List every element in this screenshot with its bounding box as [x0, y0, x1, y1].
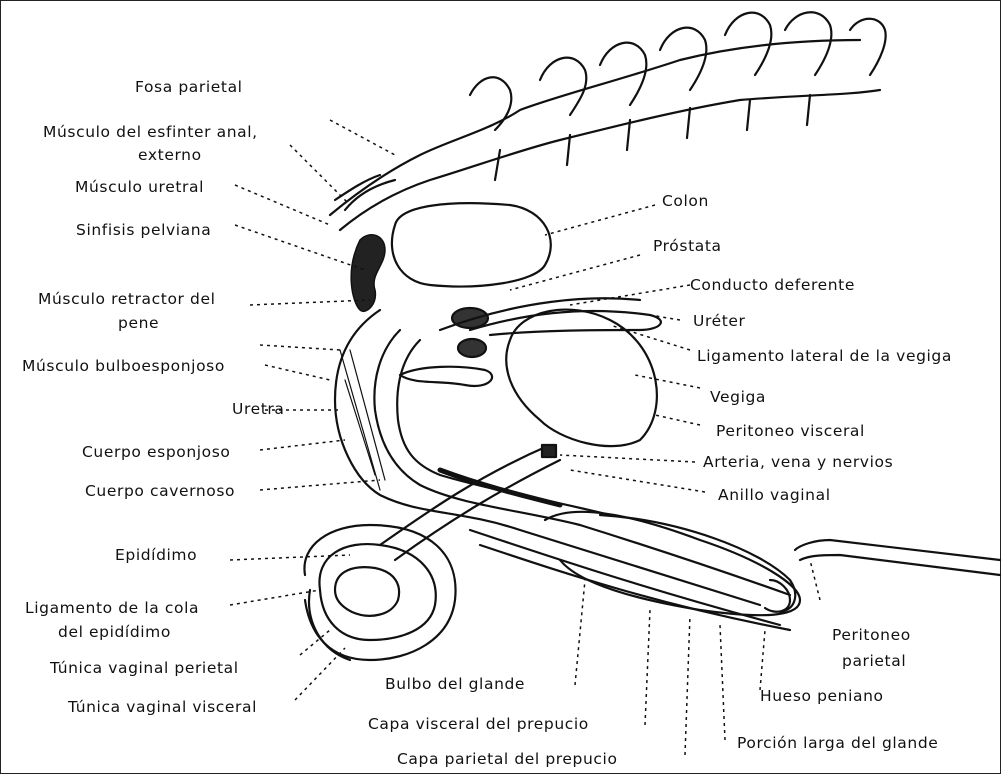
label-peritoneo-parietal-line1: Peritoneo	[832, 626, 911, 644]
label-vegiga: Vegiga	[710, 388, 766, 406]
label-musculo-uretral: Músculo uretral	[75, 178, 204, 196]
label-bulbo-glande: Bulbo del glande	[385, 675, 525, 693]
colon-shape	[392, 203, 551, 286]
label-musculo-esfinter-line2: externo	[138, 146, 202, 164]
label-peritoneo-visceral: Peritoneo visceral	[716, 422, 865, 440]
label-sinfisis-pelviana: Sinfisis pelviana	[76, 221, 211, 239]
label-cuerpo-esponjoso: Cuerpo esponjoso	[82, 443, 231, 461]
label-tunica-vaginal-visceral: Túnica vaginal visceral	[68, 698, 257, 716]
label-musculo-retractor-line2: pene	[118, 314, 159, 332]
spine-vertebrae	[330, 12, 886, 230]
label-ligamento-cola-line1: Ligamento de la cola	[25, 599, 199, 617]
label-uretra: Uretra	[232, 400, 284, 418]
label-anillo-vaginal: Anillo vaginal	[718, 486, 831, 504]
label-peritoneo-parietal-line2: parietal	[842, 652, 906, 670]
label-conducto-deferente: Conducto deferente	[690, 276, 855, 294]
label-capa-parietal-prepucio: Capa parietal del prepucio	[397, 750, 618, 768]
label-arteria-vena-nervios: Arteria, vena y nervios	[703, 453, 893, 471]
label-musculo-bulboesponjoso: Músculo bulboesponjoso	[22, 357, 225, 375]
label-ureter: Uréter	[693, 312, 746, 330]
label-hueso-peniano: Hueso peniano	[760, 687, 884, 705]
label-musculo-retractor-line1: Músculo retractor del	[38, 290, 216, 308]
label-musculo-esfinter-line1: Músculo del esfinter anal,	[43, 123, 258, 141]
label-colon: Colon	[662, 192, 709, 210]
label-tunica-vaginal-parietal: Túnica vaginal perietal	[50, 659, 239, 677]
label-capa-visceral-prepucio: Capa visceral del prepucio	[368, 715, 589, 733]
label-epididimo: Epidídimo	[115, 546, 197, 564]
label-ligamento-lateral: Ligamento lateral de la vegiga	[697, 347, 952, 365]
label-prostata: Próstata	[653, 237, 722, 255]
label-ligamento-cola-line2: del epidídimo	[58, 623, 171, 641]
label-fosa-parietal: Fosa parietal	[135, 78, 243, 96]
label-cuerpo-cavernoso: Cuerpo cavernoso	[85, 482, 235, 500]
label-porcion-larga-glande: Porción larga del glande	[737, 734, 938, 752]
